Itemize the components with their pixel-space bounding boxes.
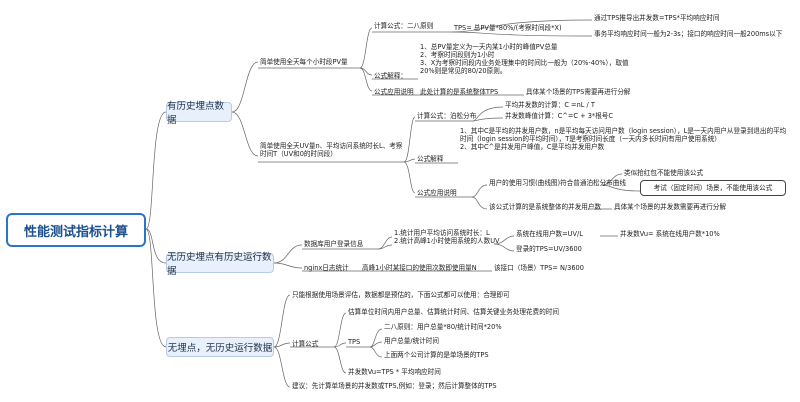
log-nginx-tps[interactable]: 该接口（场景）TPS= N/3600: [494, 264, 584, 272]
pv-tps-formula[interactable]: TPS= 总PV量*80%/(考察时间段*X): [454, 24, 562, 32]
pv-tps-hint1[interactable]: 通过TPS推导出并发数=TPS*平均响应时间: [594, 14, 720, 22]
pv-calc-label[interactable]: 计算公式：二八原则: [374, 22, 434, 30]
branch-history-buried[interactable]: 有历史埋点数据: [166, 101, 232, 126]
log-login-tps[interactable]: 登录的TPS=UV/3600: [516, 245, 582, 253]
uv-usage-label[interactable]: 公式应用说明: [417, 189, 457, 197]
none-vu-formula[interactable]: 并发数Vu=TPS * 平均响应时间: [348, 368, 441, 376]
none-company-tps[interactable]: 上面两个公司计算的是单场景的TPS: [384, 351, 489, 359]
none-tps-label[interactable]: TPS: [348, 338, 361, 346]
pv-branch-label[interactable]: 简单使用全天每个小时段PV量: [260, 58, 348, 66]
branch-no-buried-no-history[interactable]: 无埋点，无历史运行数据: [166, 337, 274, 357]
uv-branch-label[interactable]: 简单使用全天UV量n、平均访问系统时长L、考察时间T（UV和0的时间段）: [260, 142, 403, 158]
uv-peak-concurrent[interactable]: 并发数峰值计算：C^=C + 3*根号C: [505, 112, 614, 120]
pv-usage-text2[interactable]: 具体某个场景的TPS需要再进行分解: [526, 88, 631, 96]
uv-usage-text1a[interactable]: 类似抢红包不能使用该公式: [624, 169, 704, 177]
uv-usage-text1b-box[interactable]: 考试（固定时间）场景，不能使用该公式: [640, 180, 786, 196]
log-vu-formula[interactable]: 并发数Vu= 系统在线用户数*10%: [620, 230, 720, 238]
none-calc-label[interactable]: 计算公式: [292, 340, 319, 348]
log-nginx-text[interactable]: 高峰1小时某接口的使用次数即使用量N: [362, 264, 477, 272]
pv-usage-text[interactable]: 此处计算的是系统整体TPS: [420, 88, 499, 96]
none-suggestion[interactable]: 建议：先计算单场景的并发数或TPS,例如：登录；然后计算整体的TPS: [292, 382, 497, 390]
none-total-over-time[interactable]: 用户总量/统计时间: [384, 337, 439, 345]
log-nginx-label[interactable]: nginx日志统计: [304, 264, 349, 272]
uv-usage-text1[interactable]: 用户的使用习惯(曲线图)符合普通泊松分布曲线: [489, 179, 627, 187]
log-db-text[interactable]: 1.统计用户平均访问系统时长：L 2.统计高峰1小时使用系统的人数UV: [394, 229, 500, 245]
uv-calc-label[interactable]: 计算公式：泊松分布: [417, 112, 477, 120]
none-rule-2080[interactable]: 二八原则：用户总量*80/统计时间*20%: [384, 323, 502, 331]
pv-tps-hint2[interactable]: 事务平均响应时间一般为2-3s；接口的响应时间一般200ms以下: [594, 30, 783, 38]
log-db-label[interactable]: 数据库用户登录信息: [304, 240, 364, 248]
root-node[interactable]: 性能测试指标计算: [6, 213, 146, 247]
uv-usage-text2[interactable]: 该公式计算的是系统整体的并发用户数: [489, 203, 602, 211]
none-intro[interactable]: 只能根据使用场景评估，数据都是预估的，下面公式都可以使用：合理即可: [292, 291, 510, 299]
none-estimate-text[interactable]: 估算单位时间内用户总量、估算统计时间、估算关键业务处理花费的时间: [348, 308, 559, 316]
pv-explain-text: 1、总PV量定义为一天内某1小时的峰值PV总量 2、考察时间段则为1小时 3、X…: [420, 43, 629, 75]
pv-usage-label[interactable]: 公式应用说明: [374, 88, 414, 96]
pv-explain-label[interactable]: 公式解释：: [374, 72, 407, 80]
uv-usage-text1b: 考试（固定时间）场景，不能使用该公式: [653, 184, 773, 192]
uv-avg-concurrent[interactable]: 平均并发数的计算：C =nL / T: [505, 101, 595, 109]
log-vu-online[interactable]: 系统在线用户数=UV/L: [516, 230, 583, 238]
uv-usage-text3[interactable]: 具体某个场景的并发数需要再进行分解: [614, 203, 727, 211]
uv-explain-label[interactable]: 公式解释: [417, 155, 444, 163]
branch-no-history-has-log[interactable]: 无历史埋点有历史运行数据: [166, 252, 274, 277]
uv-explain-text: 1、其中C是平均的并发用户数，n是平均每天访问用户数（login session…: [460, 127, 787, 151]
